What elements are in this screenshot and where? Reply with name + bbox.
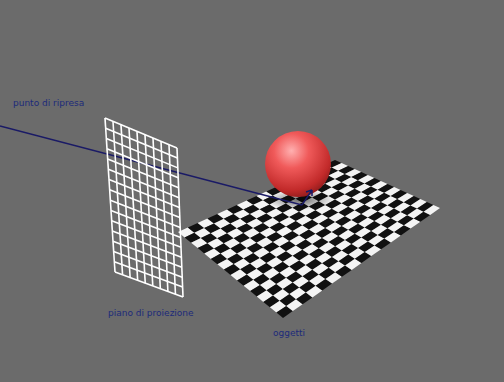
floor-tile [424,205,440,215]
grid-line [114,251,183,277]
scene-label: punto di ripresa [13,98,84,109]
normal-arrow [302,190,312,205]
grid-line [177,148,183,297]
scene-label: piano di proiezione [108,308,194,319]
grid-line [115,272,183,297]
projection-plane [105,118,183,297]
scene-label: oggetti [273,328,305,339]
red-sphere [265,131,331,197]
grid-line [114,262,182,287]
